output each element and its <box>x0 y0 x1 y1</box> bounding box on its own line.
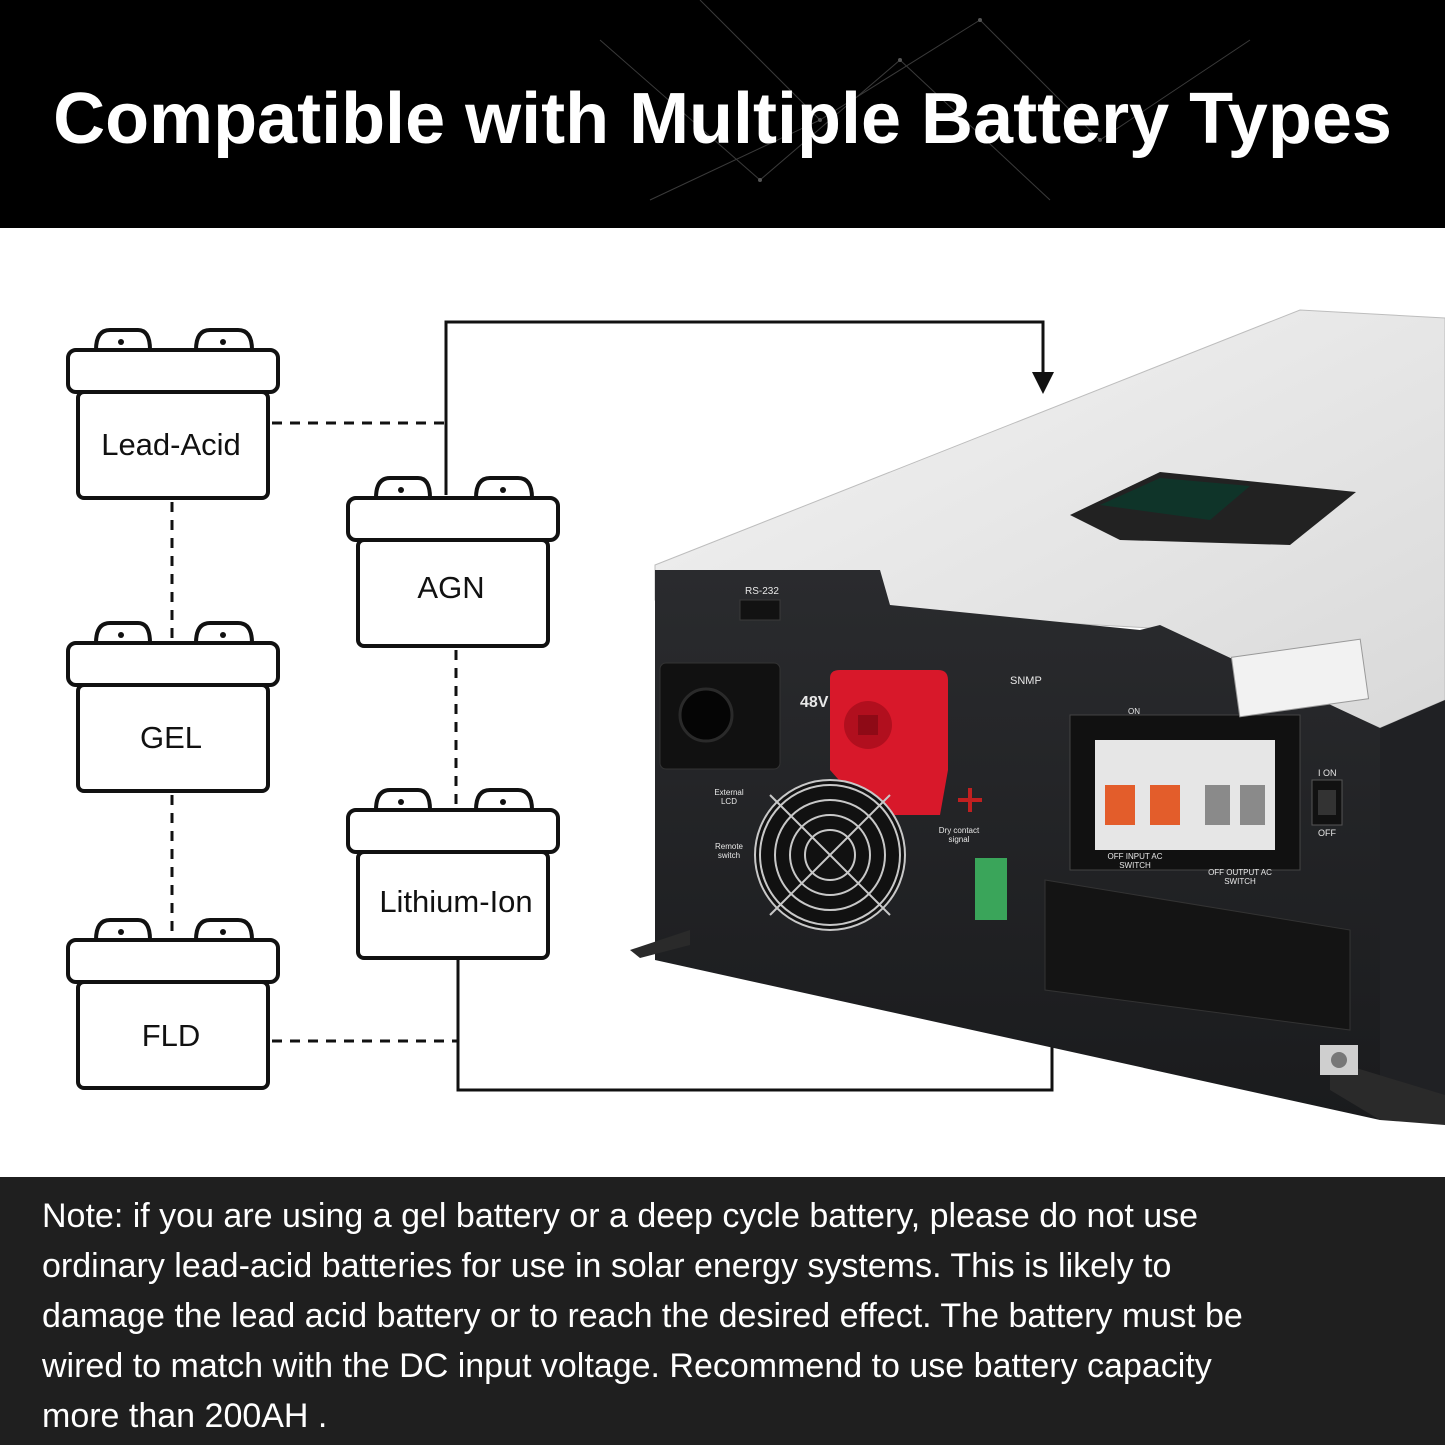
note-line-2: ordinary lead-acid batteries for use in … <box>42 1247 1172 1285</box>
note-line-4: wired to match with the DC input voltage… <box>42 1347 1212 1385</box>
spec-label <box>1230 638 1370 718</box>
battery-icon-gel <box>66 621 280 793</box>
battery-icon-agn <box>346 476 560 648</box>
note-box: Note: if you are using a gel battery or … <box>0 1177 1445 1445</box>
power-on-label: I ON <box>1318 768 1337 778</box>
rs232-port <box>739 599 781 621</box>
battery-label-gel: GEL <box>139 720 203 755</box>
power-switch <box>1311 779 1343 826</box>
mounting-foot-left <box>630 930 690 958</box>
battery-icon-fld <box>66 918 280 1090</box>
cooling-fan <box>754 779 906 931</box>
mounting-foot-right <box>1330 1060 1445 1125</box>
battery-label-lead-acid: Lead-Acid <box>101 427 241 462</box>
ac-output-cover <box>1044 879 1351 1031</box>
rs232-label: RS-232 <box>745 586 779 597</box>
header-banner: Compatible with Multiple Battery Types <box>0 0 1445 228</box>
external-lcd-label: External LCD <box>714 788 744 806</box>
battery-label-lithium-ion: Lithium-Ion <box>379 884 533 919</box>
inverter-side-panel <box>1380 700 1445 1120</box>
plus-symbol <box>958 788 982 812</box>
battery-icon-lead-acid <box>66 328 280 500</box>
battery-label-fld: FLD <box>141 1018 201 1053</box>
breaker-on-label: ON <box>1128 707 1140 716</box>
network-pattern <box>599 0 1251 201</box>
power-off-label: OFF <box>1318 828 1336 838</box>
battery-icon-lithium-ion <box>346 788 560 960</box>
page-title: Compatible with Multiple Battery Types <box>53 79 1392 159</box>
snmp-label: SNMP <box>1010 675 1042 687</box>
battery-label-agn: AGN <box>417 570 485 605</box>
dry-contact-label: Dry contact signal <box>938 826 980 844</box>
remote-switch-label: Remote switch <box>714 842 743 860</box>
note-line-3: damage the lead acid battery or to reach… <box>42 1297 1243 1335</box>
output-switch-label: OFF OUTPUT AC SWITCH <box>1208 868 1272 886</box>
voltage-label: 48V <box>800 694 829 711</box>
input-switch-label: OFF INPUT AC SWITCH <box>1107 852 1163 870</box>
dry-contact-connector <box>975 858 1007 920</box>
note-line-5: more than 200AH . <box>42 1397 328 1435</box>
note-line-1: Note: if you are using a gel battery or … <box>42 1197 1199 1235</box>
